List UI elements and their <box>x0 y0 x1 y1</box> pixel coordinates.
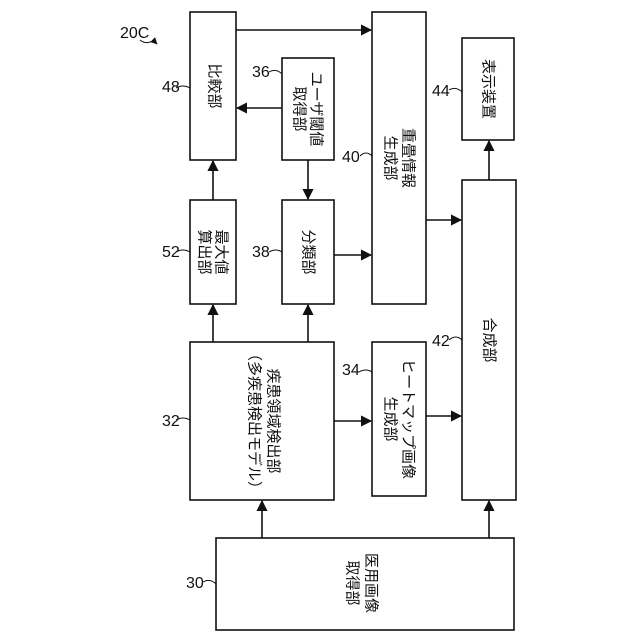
block-overlay-info-generation: 重畳情報 生成部 40 <box>342 12 426 304</box>
block-display-device-label-1: 表示装置 <box>480 59 498 119</box>
block-display-device: 表示装置 44 <box>432 38 514 140</box>
block-overlay-info-generation-label-2: 生成部 <box>382 135 400 180</box>
block-medical-image-acquisition: 医用画像 取得部 30 <box>186 538 514 630</box>
block-comparison: 比較部 48 <box>162 12 236 160</box>
block-composition-leader <box>449 337 462 340</box>
block-lesion-region-detection-number: 32 <box>162 413 180 430</box>
block-comparison-label-1: 比較部 <box>206 63 224 108</box>
block-medical-image-acquisition-label-1: 医用画像 <box>363 553 381 613</box>
block-overlay-info-generation-number: 40 <box>342 149 360 166</box>
block-max-value-calculation-label-2: 算出部 <box>196 229 214 274</box>
block-heatmap-generation-label-2: 生成部 <box>382 396 400 441</box>
block-heatmap-generation-label-1: ヒートマップ画像 <box>400 359 418 479</box>
block-medical-image-acquisition-number: 30 <box>186 575 204 592</box>
block-user-threshold-acquisition-number: 36 <box>252 64 270 81</box>
block-classification-leader <box>269 250 282 252</box>
block-user-threshold-acquisition: ユーザ閾値 取得部 36 <box>252 58 334 160</box>
block-heatmap-generation-number: 34 <box>342 362 360 379</box>
block-medical-image-acquisition-leader <box>203 580 216 584</box>
block-overlay-info-generation-label-1: 重畳情報 <box>400 128 418 188</box>
block-max-value-calculation-label-1: 最大値 <box>213 229 231 274</box>
block-user-threshold-acquisition-label-2: 取得部 <box>291 86 309 131</box>
block-display-device-leader <box>449 88 462 92</box>
block-max-value-calculation-number: 52 <box>162 244 180 261</box>
figure-reference-label: 20C <box>120 25 149 42</box>
block-classification-number: 38 <box>252 244 270 261</box>
block-lesion-region-detection-label-2: （多疾患検出モデル） <box>246 346 264 496</box>
block-classification: 分類部 38 <box>252 200 334 304</box>
block-user-threshold-acquisition-leader <box>269 70 282 74</box>
block-composition: 合成部 42 <box>432 180 516 500</box>
block-max-value-calculation: 最大値 算出部 52 <box>162 200 236 304</box>
figure-reference: 20C <box>120 25 157 44</box>
block-heatmap-generation: ヒートマップ画像 生成部 34 <box>342 342 426 496</box>
block-heatmap-generation-leader <box>359 370 372 372</box>
block-composition-label-1: 合成部 <box>481 317 499 362</box>
block-overlay-info-generation-leader <box>360 153 372 156</box>
block-display-device-number: 44 <box>432 83 450 100</box>
block-classification-label-1: 分類部 <box>300 229 318 274</box>
block-composition-number: 42 <box>432 333 450 350</box>
block-medical-image-acquisition-label-2: 取得部 <box>344 560 362 605</box>
block-lesion-region-detection: 疾患領域検出部 （多疾患検出モデル） 32 <box>162 342 334 500</box>
block-user-threshold-acquisition-label-1: ユーザ閾値 <box>308 72 326 147</box>
block-lesion-region-detection-label-1: 疾患領域検出部 <box>265 368 283 473</box>
